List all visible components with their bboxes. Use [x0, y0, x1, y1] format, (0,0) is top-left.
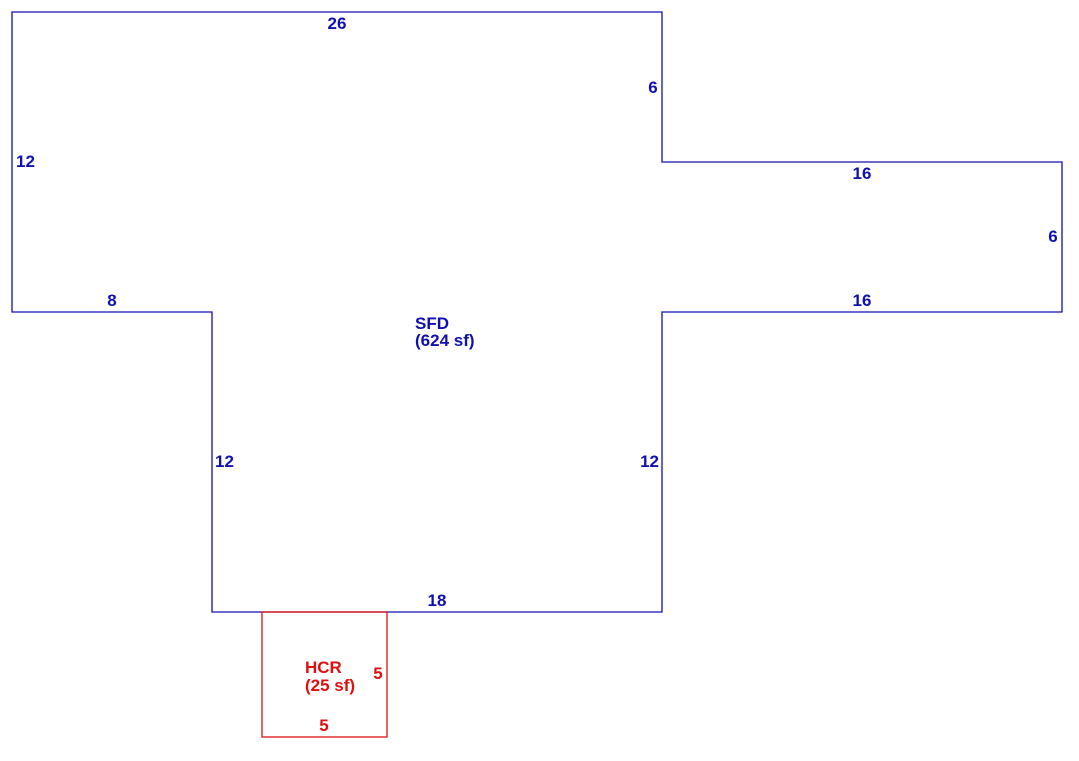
sfd-dim-wing-top: 16 — [853, 164, 872, 183]
sfd-dim-lower-left: 12 — [215, 452, 234, 471]
sfd-dim-bottom: 18 — [428, 591, 447, 610]
hcr-area-size: (25 sf) — [305, 676, 355, 695]
hcr-area-name: HCR — [305, 658, 342, 677]
sfd-area-size: (624 sf) — [415, 331, 475, 350]
sfd-outline[interactable] — [11, 11, 1063, 613]
hcr-dim-bottom: 5 — [319, 716, 328, 735]
sfd-dim-lower-left-step: 8 — [107, 291, 116, 310]
sfd-area-name: SFD — [415, 314, 449, 333]
sfd-dim-lower-right: 12 — [640, 452, 659, 471]
sfd-dim-top: 26 — [328, 14, 347, 33]
sfd-dim-left: 12 — [16, 152, 35, 171]
sfd-dim-wing-bottom: 16 — [853, 291, 872, 310]
sfd-dim-upper-right-step: 6 — [648, 78, 657, 97]
hcr-outline[interactable] — [261, 611, 388, 738]
hcr-dim-side: 5 — [373, 664, 382, 683]
sfd-dim-wing-end: 6 — [1048, 227, 1057, 246]
